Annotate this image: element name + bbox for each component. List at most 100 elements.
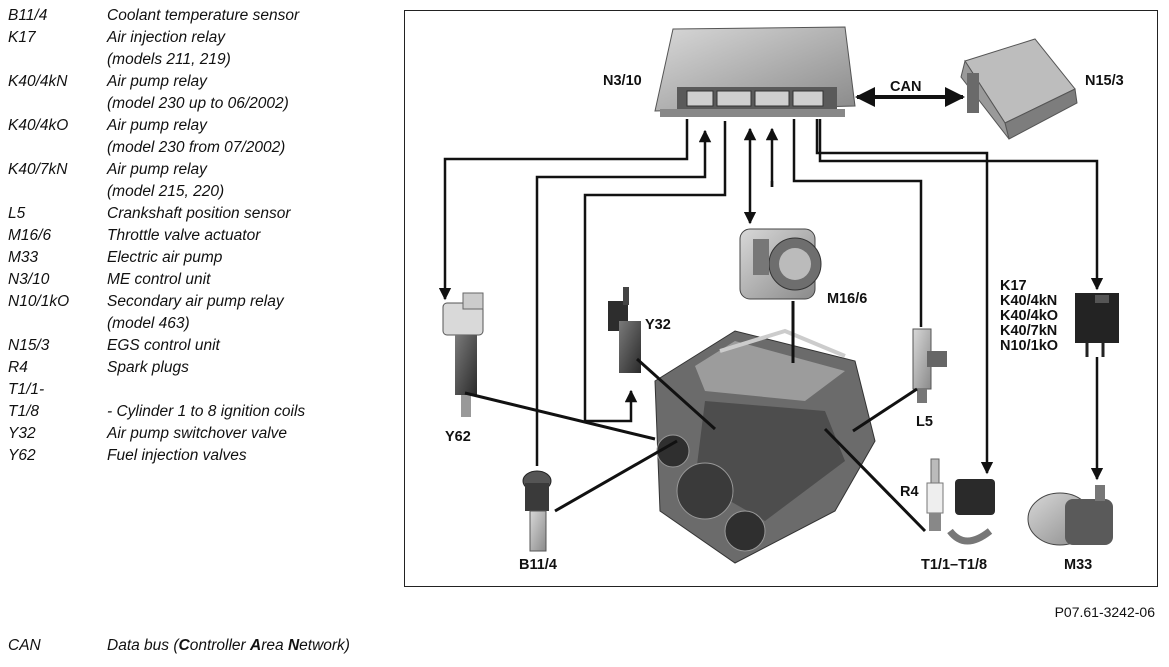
- crankshaft-sensor-icon: [912, 328, 947, 403]
- legend-code: K40/4kO: [8, 117, 69, 134]
- legend-description: - Cylinder 1 to 8 ignition coils: [107, 403, 306, 420]
- legend-description: Secondary air pump relay: [107, 293, 284, 310]
- legend-description: Fuel injection valves: [107, 447, 247, 464]
- legend-row: K17 Air injection relay: [8, 27, 403, 49]
- legend-row: B11/4 Coolant temperature sensor: [8, 5, 403, 27]
- relay-icon: [1075, 293, 1119, 357]
- legend-row: R4 Spark plugs: [8, 357, 403, 379]
- legend-row: L5 Crankshaft position sensor: [8, 203, 403, 225]
- footnote-code: CAN: [8, 637, 41, 654]
- label-l5: L5: [916, 414, 933, 430]
- relay-label: K40/4kO: [1000, 308, 1059, 324]
- footnote-part: C: [178, 637, 190, 654]
- legend-code: M33: [8, 249, 39, 266]
- label-n3-10: N3/10: [603, 73, 642, 89]
- legend-code: T1/8: [8, 403, 40, 420]
- label-t1-1-t1-8: T1/1–T1/8: [921, 557, 988, 573]
- legend-code: T1/1-: [8, 381, 45, 398]
- label-y32: Y32: [645, 317, 671, 333]
- legend-code: R4: [8, 359, 28, 376]
- label-y62: Y62: [445, 429, 471, 445]
- legend-row: Y32 Air pump switchover valve: [8, 423, 403, 445]
- relay-label: K17: [1000, 278, 1027, 294]
- legend-code: [8, 49, 107, 71]
- legend-code: [8, 93, 107, 115]
- legend-code: N15/3: [8, 337, 50, 354]
- label-n15-3: N15/3: [1085, 73, 1124, 89]
- legend-code: B11/4: [8, 7, 48, 24]
- legend-code: Y62: [8, 447, 36, 464]
- legend-description: ME control unit: [107, 271, 211, 288]
- switchover-valve-icon: [608, 287, 641, 373]
- legend-description: Coolant temperature sensor: [107, 7, 300, 24]
- relay-label: K40/7kN: [1000, 323, 1058, 339]
- ignition-coil-icon: [947, 479, 995, 545]
- coolant-sensor-icon: [522, 470, 552, 552]
- legend-code: L5: [8, 205, 26, 222]
- egs-control-unit-icon: [960, 38, 1078, 140]
- figure-reference: P07.61-3242-06: [1054, 604, 1155, 620]
- legend-code: K40/7kN: [8, 161, 68, 178]
- diagram-graphics: [438, 26, 1119, 564]
- throttle-valve-actuator-icon: [739, 228, 822, 300]
- footnote-part: A: [250, 637, 262, 654]
- legend-row: N10/1kO Secondary air pump relay: [8, 291, 403, 313]
- legend-code: [8, 313, 107, 335]
- legend-row: (model 463): [8, 313, 403, 335]
- legend-code: N3/10: [8, 271, 50, 288]
- legend-description: [107, 379, 403, 401]
- relay-label: K40/4kN: [1000, 293, 1058, 309]
- footnote-part: rea: [261, 637, 288, 654]
- legend-description: (model 215, 220): [107, 183, 225, 200]
- spark-plug-icon: [926, 458, 944, 531]
- legend-row: (model 230 from 07/2002): [8, 137, 403, 159]
- legend-description: Electric air pump: [107, 249, 223, 266]
- legend-code: Y32: [8, 425, 36, 442]
- legend-row: K40/7kN Air pump relay: [8, 159, 403, 181]
- legend-description: Air injection relay: [107, 29, 226, 46]
- legend-row: (model 215, 220): [8, 181, 403, 203]
- legend-description: (model 230 from 07/2002): [107, 139, 286, 156]
- legend-description: Crankshaft position sensor: [107, 205, 291, 222]
- legend-code: [8, 181, 107, 203]
- legend-row: (models 211, 219): [8, 49, 403, 71]
- label-can: CAN: [890, 79, 922, 95]
- legend-description: Air pump relay: [107, 73, 207, 90]
- label-b11-4: B11/4: [519, 557, 557, 573]
- legend-description: Air pump relay: [107, 117, 207, 134]
- electric-air-pump-icon: [1027, 485, 1113, 546]
- footnote-part: Data bus (: [107, 637, 179, 654]
- legend-description: Air pump switchover valve: [107, 425, 288, 442]
- legend-description: (model 463): [107, 315, 190, 332]
- legend-code: K17: [8, 29, 36, 46]
- relay-label: N10/1kO: [1000, 338, 1059, 354]
- footnote-part: N: [287, 637, 300, 654]
- legend-row: M33 Electric air pump: [8, 247, 403, 269]
- footnote-description: Data bus (Controller Area Network): [107, 637, 350, 655]
- legend-row: Y62 Fuel injection valves: [8, 445, 403, 467]
- me-control-unit-icon: [654, 26, 856, 117]
- legend-row: N3/10 ME control unit: [8, 269, 403, 291]
- legend-row: N15/3 EGS control unit: [8, 335, 403, 357]
- legend-code: [8, 137, 107, 159]
- footnote-part: ontroller: [189, 637, 251, 654]
- label-m16-6: M16/6: [827, 291, 868, 307]
- legend-code: N10/1kO: [8, 293, 70, 310]
- footnote-part: etwork): [299, 637, 350, 654]
- can-footnote: CAN Data bus (Controller Area Network): [8, 637, 350, 655]
- legend-row: (model 230 up to 06/2002): [8, 93, 403, 115]
- fuel-injector-icon: [442, 292, 484, 417]
- legend-description: (models 211, 219): [107, 51, 231, 68]
- legend-description: EGS control unit: [107, 337, 220, 354]
- legend-description: Spark plugs: [107, 359, 189, 376]
- legend-description: (model 230 up to 06/2002): [107, 95, 289, 112]
- legend-row: T1/1-: [8, 379, 403, 401]
- legend-row: T1/8 - Cylinder 1 to 8 ignition coils: [8, 401, 403, 423]
- engine-icon: [654, 328, 876, 564]
- legend-row: K40/4kO Air pump relay: [8, 115, 403, 137]
- legend-description: Air pump relay: [107, 161, 207, 178]
